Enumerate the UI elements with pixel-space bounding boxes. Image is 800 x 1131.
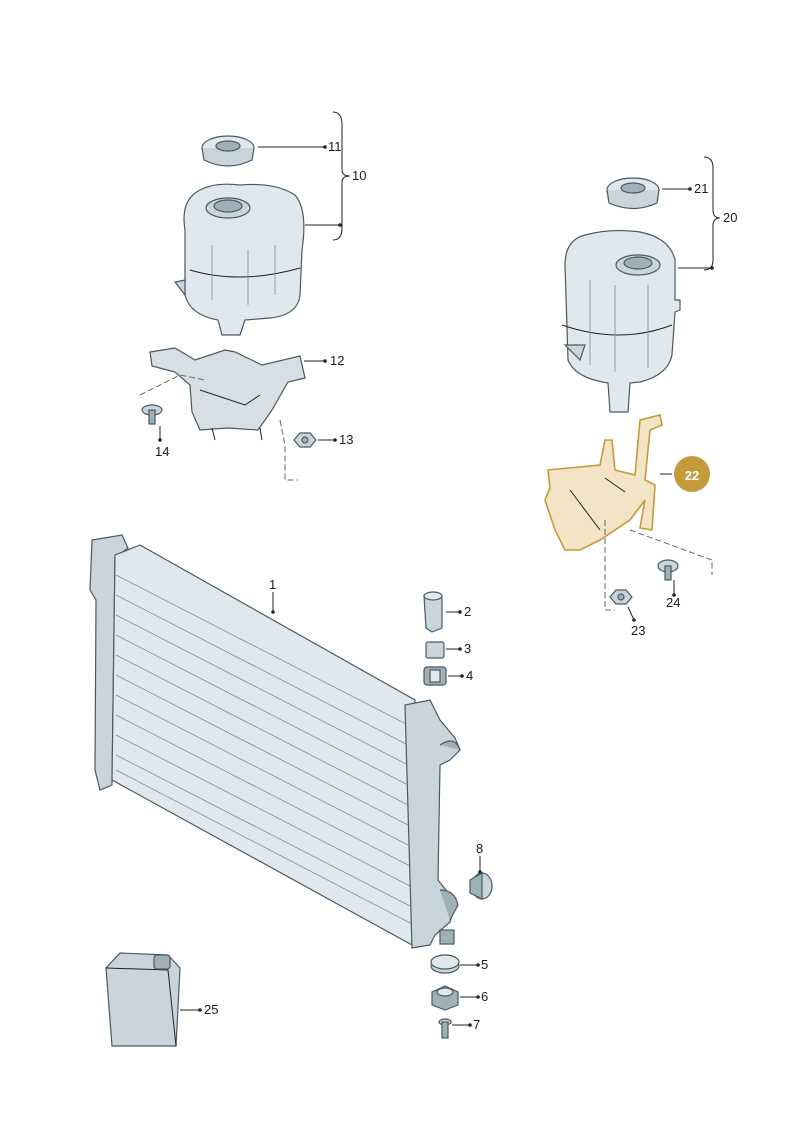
callout-4: 4: [466, 668, 473, 683]
callout-23: 23: [631, 623, 645, 638]
bolt-24[interactable]: [657, 559, 679, 581]
assembly-line: [629, 529, 713, 575]
bolt-14[interactable]: [141, 404, 163, 425]
radiator-core-fins: [115, 574, 415, 926]
callout-21: 21: [694, 181, 708, 196]
callout-25: 25: [204, 1002, 218, 1017]
callout-20: 20: [723, 210, 737, 225]
callout-3: 3: [464, 641, 471, 656]
expansion-tank-20[interactable]: [561, 229, 681, 413]
callout-10: 10: [352, 168, 366, 183]
callout-24: 24: [666, 595, 680, 610]
callout-7: 7: [473, 1017, 480, 1032]
seal-5[interactable]: [430, 954, 460, 974]
screw-7[interactable]: [438, 1018, 452, 1039]
callout-6: 6: [481, 989, 488, 1004]
plug-8[interactable]: [469, 871, 493, 900]
callout-5: 5: [481, 957, 488, 972]
assembly-line: [139, 374, 206, 396]
nut-13[interactable]: [293, 432, 317, 448]
callout-14: 14: [155, 444, 169, 459]
assembly-line: [279, 419, 298, 481]
badge-22[interactable]: 22: [674, 456, 710, 492]
clip-3[interactable]: [425, 641, 445, 659]
bracket-12[interactable]: [149, 347, 306, 441]
coolant-canister-25[interactable]: [105, 952, 181, 1047]
callout-1: 1: [269, 577, 276, 592]
grommet-4[interactable]: [423, 666, 447, 686]
expansion-tank-10[interactable]: [173, 183, 305, 336]
assembly-line: [604, 520, 615, 611]
callout-12: 12: [330, 353, 344, 368]
bracket-6[interactable]: [431, 985, 459, 1011]
cap-11[interactable]: [201, 135, 255, 167]
radiator-1[interactable]: [89, 534, 461, 949]
cap-21[interactable]: [606, 177, 660, 210]
bracket-22[interactable]: [544, 414, 663, 551]
svg-text:22: 22: [685, 468, 699, 483]
nut-23[interactable]: [609, 589, 633, 605]
sensor-2[interactable]: [423, 591, 443, 633]
callout-13: 13: [339, 432, 353, 447]
callout-2: 2: [464, 604, 471, 619]
callout-11: 11: [328, 139, 342, 154]
callout-8: 8: [476, 841, 483, 856]
